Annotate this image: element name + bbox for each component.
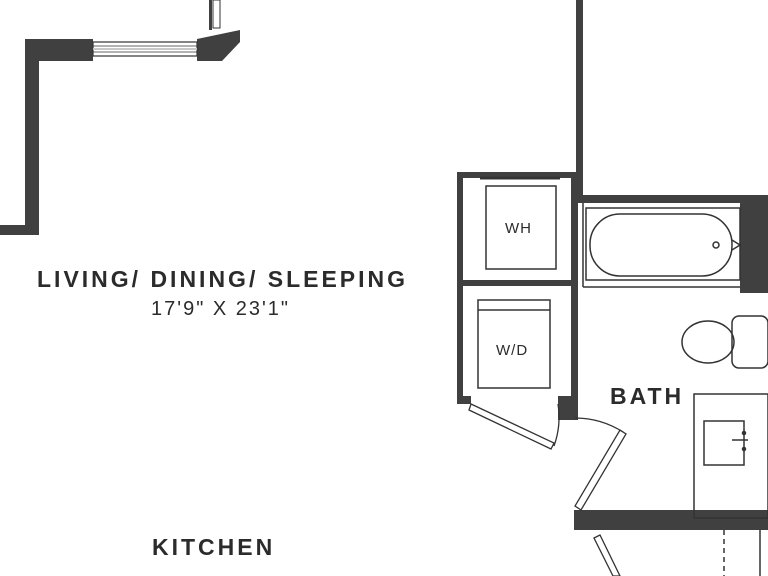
washer-dryer-label: W/D — [496, 342, 529, 359]
bathtub-outline — [585, 207, 741, 281]
wall-bath-right — [740, 203, 768, 293]
wall-left-upper — [25, 39, 39, 234]
doors — [468, 403, 627, 576]
wall-top-stub — [209, 0, 212, 30]
kitchen-label: KITCHEN — [152, 534, 276, 560]
wall-wd-jamb-left — [457, 396, 471, 404]
wall-closet-left — [457, 172, 463, 404]
wd-door-swing — [553, 403, 560, 447]
wall-top-corner — [197, 30, 240, 61]
wall-bath-top — [576, 195, 768, 203]
bath-label: BATH — [610, 383, 685, 409]
living-room-dimensions: 17'9" X 23'1" — [151, 298, 291, 320]
interior-lines — [477, 176, 768, 576]
toilet-bowl — [681, 320, 735, 364]
vanity-sink — [703, 420, 745, 466]
wall-vertical-right — [576, 0, 583, 195]
bath-door-swing — [574, 417, 624, 433]
wall-closet-divider — [571, 172, 578, 404]
wall-wh-wd-divider — [457, 280, 577, 286]
water-heater-label: WH — [505, 220, 532, 237]
living-room-name: LIVING/ DINING/ SLEEPING — [37, 266, 409, 292]
kitchen-door-leaf — [593, 534, 621, 576]
washer-dryer-box — [477, 299, 551, 389]
wall-bath-bottom — [574, 510, 768, 530]
bathtub-spout — [731, 239, 742, 251]
vanity-counter — [693, 393, 768, 519]
bath-door-leaf — [574, 429, 627, 511]
wd-door-leaf — [468, 403, 555, 450]
window-top — [92, 0, 221, 57]
bathtub-drain — [712, 241, 720, 249]
wall-wd-jamb-right — [558, 396, 578, 420]
walls — [0, 0, 768, 530]
toilet-tank — [731, 315, 768, 369]
wall-closet-top — [457, 172, 577, 178]
bathtub-basin — [589, 213, 733, 277]
water-heater-box — [485, 185, 557, 270]
faucet-knob-2 — [741, 446, 747, 452]
faucet-knob-1 — [741, 430, 747, 436]
wall-top-left — [25, 39, 93, 61]
wall-left-step — [0, 225, 39, 235]
